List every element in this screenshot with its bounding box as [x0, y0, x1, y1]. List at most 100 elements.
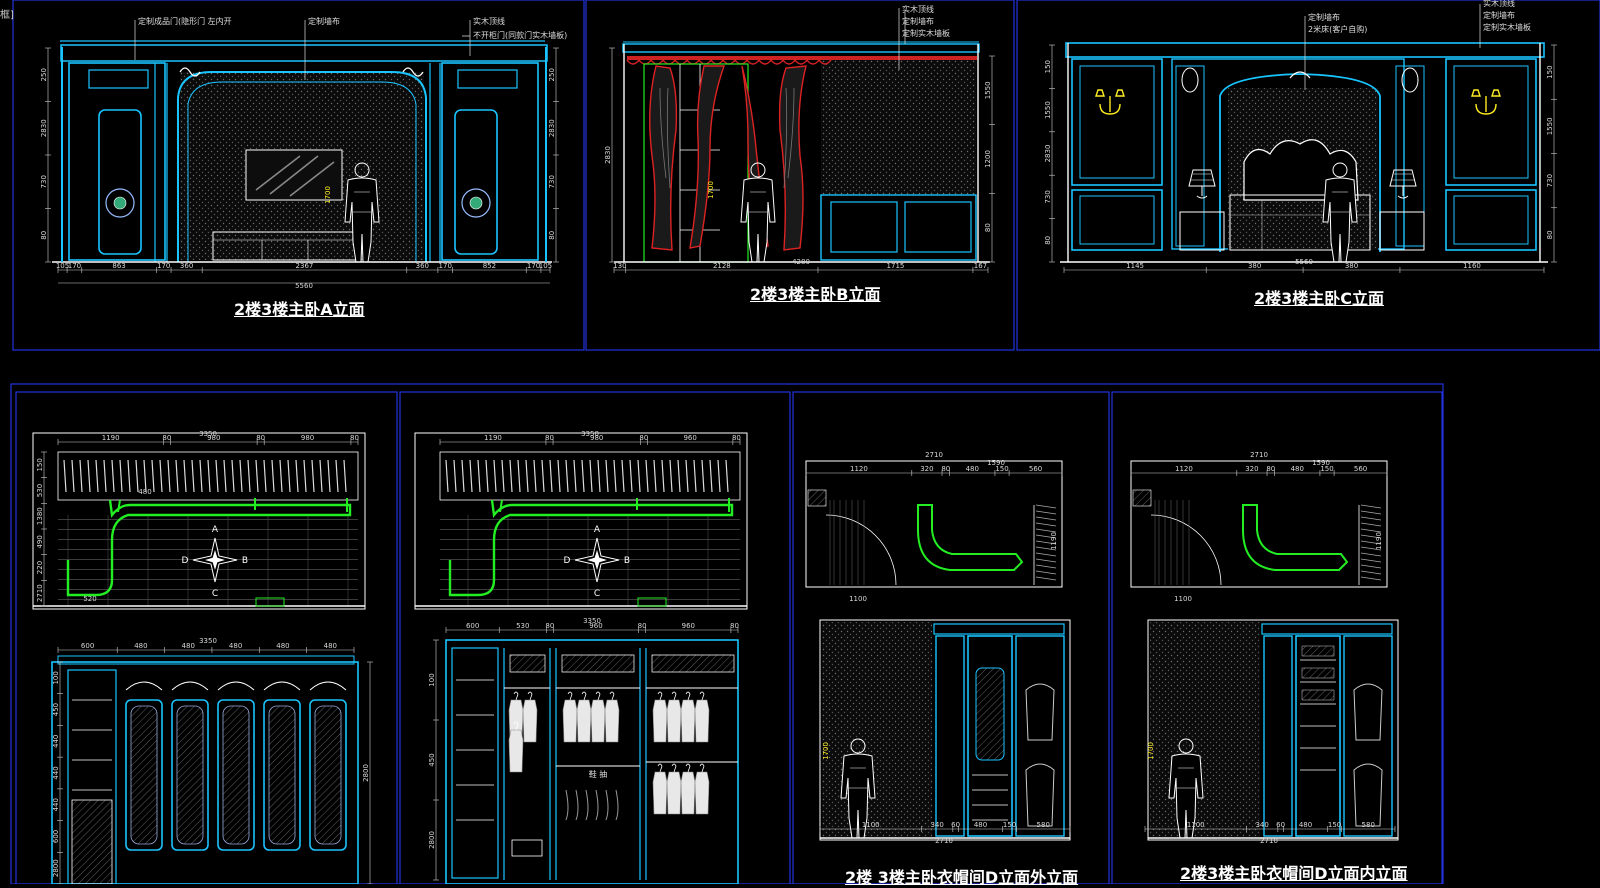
note-b-0: 实木顶线: [902, 4, 934, 14]
dim-d1-elev-left-0: 100: [52, 671, 60, 684]
dim-c-left-4: 80: [1044, 236, 1052, 245]
dim-a-left-0: 250: [40, 68, 48, 81]
dim-d2-plan-top-2: 980: [590, 434, 603, 442]
dim-a-bottom-6: 360: [416, 262, 429, 270]
dim-b-total: 4280: [792, 258, 810, 266]
dim-c-total: 5560: [1295, 258, 1313, 266]
dim-d3-plan-right: 1190: [1050, 532, 1058, 550]
dim-d4-elev-bottom-2: 60: [1276, 821, 1285, 829]
note-a-1: 定制墙布: [308, 16, 340, 26]
dim-c-bottom-0: 1145: [1126, 262, 1144, 270]
dim-d1-plan-bottom: 520: [83, 595, 96, 603]
title-elevation-b: 2楼3楼主卧B立面: [750, 285, 881, 304]
note-c-0: 定制墙布: [1308, 12, 1340, 22]
hangers-plan-d2: [445, 459, 729, 493]
dim-a-bottom-3: 170: [157, 262, 170, 270]
dim-d2-elev-left-2: 2800: [428, 831, 436, 849]
dim-a-bottom-5: 2367: [296, 262, 314, 270]
note-a-2: 实木顶线: [473, 16, 505, 26]
dim-a-right-3: 80: [548, 231, 556, 240]
dim-d1-plan-left-4: 220: [36, 561, 44, 574]
compass-2-b: B: [624, 556, 630, 566]
dim-d2-elev-left-0: 100: [428, 673, 436, 686]
dim-d4-plan-top-1: 320: [1245, 465, 1258, 473]
dim-d4-elev-bottom-1: 340: [1255, 821, 1268, 829]
dim-d2-elev-total: 3350: [583, 617, 601, 625]
dim-d2-elev-top-6: 80: [730, 622, 739, 630]
title-elevation-a: 2楼3楼主卧A立面: [234, 300, 365, 319]
dim-a-bottom-2: 863: [112, 262, 125, 270]
dim-d3-plan-top-2: 80: [941, 465, 950, 473]
dim-d2-elev-left-1: 450: [428, 753, 436, 766]
dim-d1-elev-top-4: 480: [276, 642, 289, 650]
frame-corner-label: 框]: [0, 10, 14, 21]
dim-d4-plan-right: 1190: [1375, 532, 1383, 550]
dim-c-right-1: 1550: [1546, 117, 1554, 135]
title-elevation-d-outer: 2楼 3楼主卧衣帽间D立面外立面: [845, 868, 1079, 887]
dim-d1-plan-top-2: 980: [207, 434, 220, 442]
note-c-r1: 定制墙布: [1483, 10, 1515, 20]
dim-d1-elev-left-1: 450: [52, 703, 60, 716]
dim-a-bottom-10: 105: [539, 262, 552, 270]
dim-d3-elev-bottom-0: 1100: [862, 821, 880, 829]
dim-d3-figure: 1700: [822, 742, 830, 760]
dim-d2-elev-top-2: 80: [545, 622, 554, 630]
dim-d4-plan-top-2: 80: [1266, 465, 1275, 473]
dim-d4-elev-bottom-3: 480: [1299, 821, 1312, 829]
dim-d4-plan-sub: 1590: [1312, 459, 1330, 467]
dim-d3-elev-total: 2710: [935, 837, 953, 845]
dim-a-bottom-9: 170: [527, 262, 540, 270]
dim-d3-elev-bottom-1: 340: [930, 821, 943, 829]
dim-b-bottom-0: 130: [613, 262, 626, 270]
compass-1-d: D: [182, 556, 189, 566]
dim-d4-elev-bottom-4: 150: [1328, 821, 1341, 829]
dim-b-left-0: 2830: [604, 146, 612, 164]
note-c-r0: 实木顶线: [1483, 0, 1515, 8]
dim-d4-elev-top: 1100: [1174, 595, 1192, 603]
dim-d3-plan-top-4: 150: [995, 465, 1008, 473]
dim-c-right-0: 150: [1546, 65, 1554, 78]
dim-c-bottom-3: 1160: [1463, 262, 1481, 270]
dim-d1-plan-left-2: 1380: [36, 507, 44, 525]
dim-d4-elev-bottom-0: 1100: [1187, 821, 1205, 829]
dim-d4-elev-bottom-5: 580: [1362, 821, 1375, 829]
dim-d2-elev-top-0: 600: [466, 622, 479, 630]
dim-d1-elev-left-3: 440: [52, 766, 60, 779]
dim-a-left-2: 730: [40, 175, 48, 188]
dim-d3-plan-top-0: 1120: [850, 465, 868, 473]
dim-d2-plan-top-3: 80: [639, 434, 648, 442]
dim-b-right-2: 80: [984, 223, 992, 232]
dim-d2-plan-top-0: 1190: [484, 434, 502, 442]
title-elevation-c: 2楼3楼主卧C立面: [1254, 289, 1385, 308]
dim-d4-plan-top-3: 480: [1291, 465, 1304, 473]
dim-d1-elev-left-4: 440: [52, 798, 60, 811]
dim-a-bottom-4: 360: [180, 262, 193, 270]
rack-plan-d4: [1360, 504, 1382, 581]
dim-d3-elev-bottom-2: 60: [951, 821, 960, 829]
shoe-drawer-label: 鞋 抽: [589, 769, 608, 779]
dim-d2-elev-top-3: 960: [589, 622, 602, 630]
dim-d2-elev-top-1: 530: [516, 622, 529, 630]
dim-a-bottom-8: 852: [483, 262, 496, 270]
dim-c-left-0: 150: [1044, 60, 1052, 73]
dim-b-bottom-1: 2128: [713, 262, 731, 270]
dim-d1-plan-left-0: 150: [36, 458, 44, 471]
dim-d1-plan-left-3: 490: [36, 535, 44, 548]
dim-d1-plan-label: 480: [138, 488, 151, 496]
dim-d1-elev-top-0: 600: [81, 642, 94, 650]
dim-d1-elev-top-1: 480: [134, 642, 147, 650]
dim-a-bottom-0: 105: [56, 262, 69, 270]
dim-d2-elev-top-4: 80: [638, 622, 647, 630]
